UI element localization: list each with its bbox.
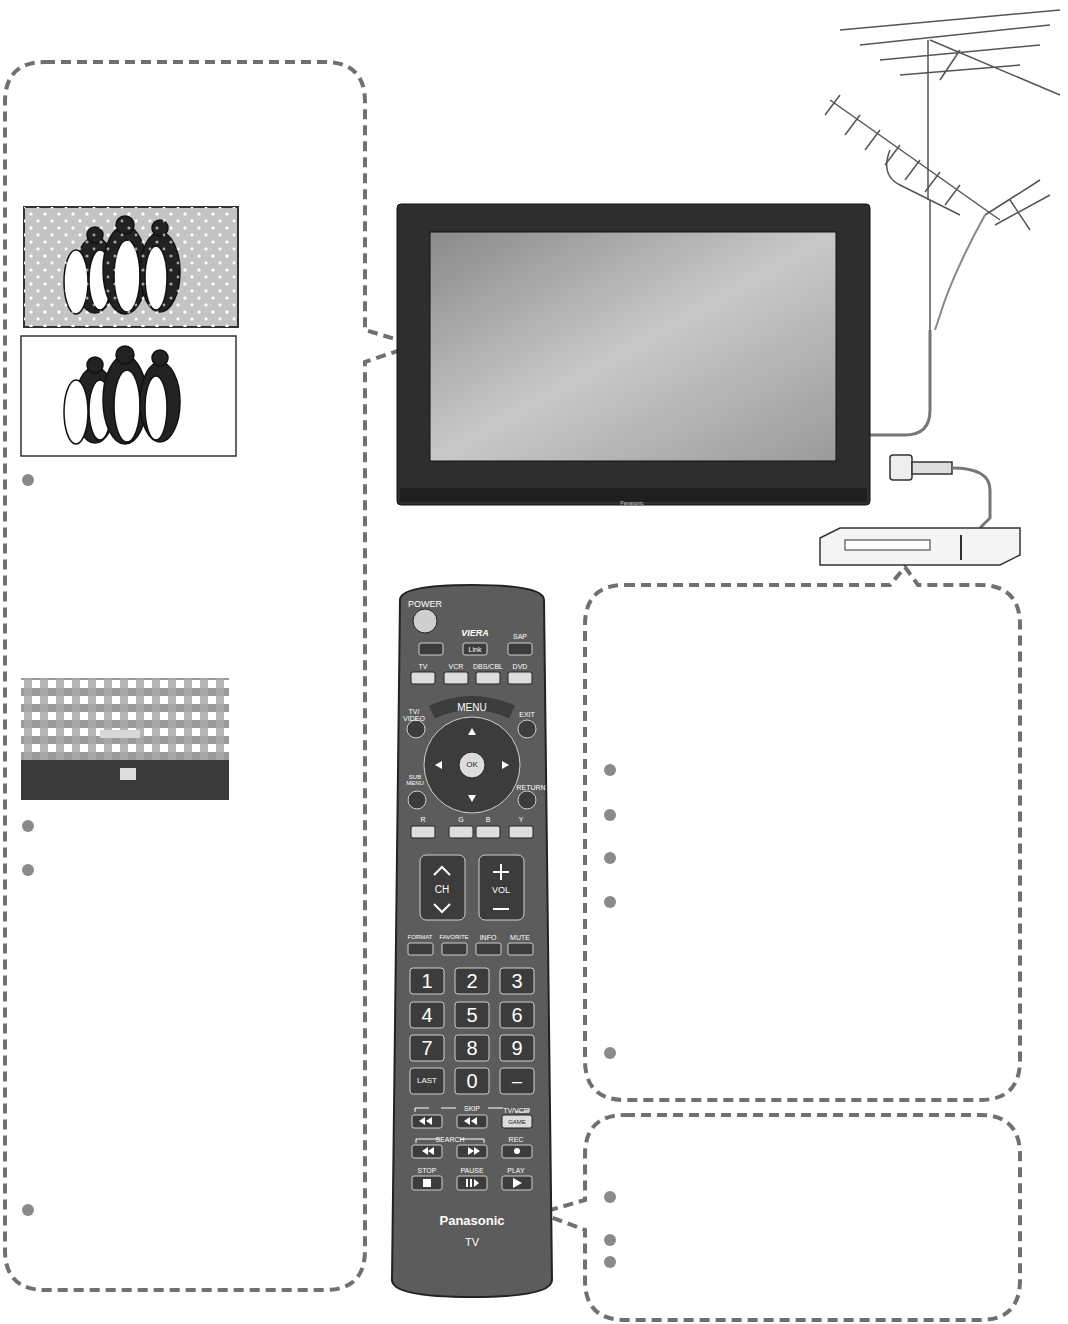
button-label: VCR xyxy=(449,663,464,670)
button-label: Panasonic xyxy=(439,1214,504,1227)
button-label: 5 xyxy=(466,1005,477,1025)
button-label: SEARCH xyxy=(435,1136,464,1143)
button-label: 4 xyxy=(421,1005,432,1025)
button-label: Link xyxy=(469,646,482,653)
button-label: 0 xyxy=(466,1071,477,1091)
button-label: DVD xyxy=(513,663,528,670)
button-label: DBS/CBL xyxy=(473,663,503,670)
button-label: INFO xyxy=(480,934,497,941)
button-label: PAUSE xyxy=(460,1167,483,1174)
button-label: LAST xyxy=(417,1077,437,1085)
button-label: MENU xyxy=(457,703,486,713)
button-label: 3 xyxy=(511,971,522,991)
button-label: Panasonic xyxy=(620,501,643,506)
button-label: PLAY xyxy=(507,1167,524,1174)
button-label: SUB MENU xyxy=(404,774,426,787)
button-label: TV/ VIDEO xyxy=(403,708,425,723)
button-label: TV xyxy=(419,663,428,670)
button-label: CH xyxy=(435,885,449,895)
button-label: B xyxy=(486,816,491,823)
button-label: VOL xyxy=(492,886,510,895)
button-label: EXIT xyxy=(519,711,535,718)
button-label: TV/VCR xyxy=(503,1107,529,1114)
button-label: SAP xyxy=(513,633,527,640)
button-label: TV xyxy=(465,1237,479,1248)
button-label: SKIP xyxy=(464,1105,480,1112)
button-label: 2 xyxy=(466,971,477,991)
button-label: – xyxy=(512,1072,522,1090)
button-label: 6 xyxy=(511,1005,522,1025)
button-label: 1 xyxy=(421,971,432,991)
button-label: 8 xyxy=(466,1038,477,1058)
button-label: STOP xyxy=(418,1167,437,1174)
button-label: Y xyxy=(519,816,524,823)
button-label: FAVORITE xyxy=(439,934,468,940)
button-label: REC xyxy=(509,1136,524,1143)
button-label: RETURN xyxy=(516,784,545,791)
button-label: G xyxy=(458,816,463,823)
button-label: 7 xyxy=(421,1038,432,1058)
button-label: POWER xyxy=(408,600,442,609)
button-label: 9 xyxy=(511,1038,522,1058)
button-label: MUTE xyxy=(510,934,530,941)
button-label: OK xyxy=(466,761,478,769)
button-label: VIERA xyxy=(461,629,489,638)
button-label: GAME xyxy=(508,1119,526,1125)
button-label: R xyxy=(420,816,425,823)
button-label: FORMAT xyxy=(408,934,433,940)
